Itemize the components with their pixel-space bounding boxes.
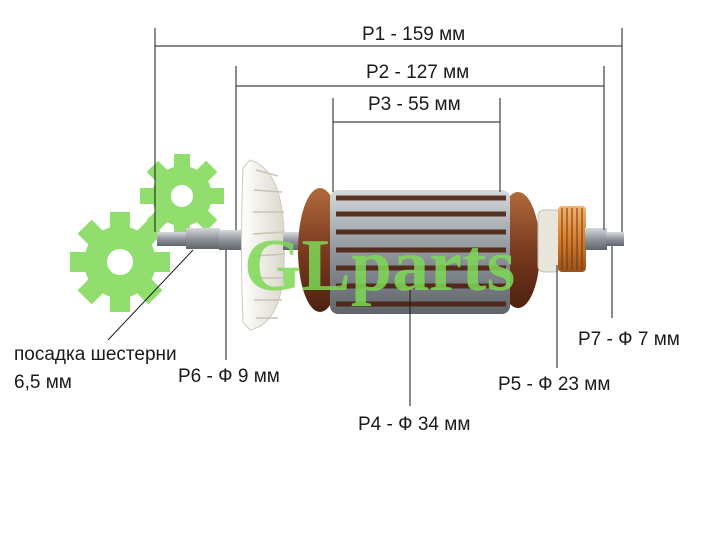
dimension-p4-label: P4 - Ф 34 мм [358,414,470,435]
rotor-core [330,190,510,314]
dimension-lines [107,28,623,406]
watermark-text: GLparts [244,225,515,307]
dimension-p6-label: P6 - Ф 9 мм [178,366,280,387]
gear-fit-label-line1: посадка шестерни [14,344,177,365]
fan-impeller [241,159,286,331]
right-shaft [585,228,624,250]
commutator [537,206,586,273]
gear-fit-label-line2: 6,5 мм [14,372,72,393]
dimension-p3-label: P3 - 55 мм [368,94,461,115]
dimension-p5-label: P5 - Ф 23 мм [498,374,610,395]
dimension-p1-label: P1 - 159 мм [362,24,465,45]
left-shaft [157,228,241,250]
dimension-p2-label: P2 - 127 мм [366,62,469,83]
dimension-p7-label: P7 - Ф 7 мм [578,329,680,350]
